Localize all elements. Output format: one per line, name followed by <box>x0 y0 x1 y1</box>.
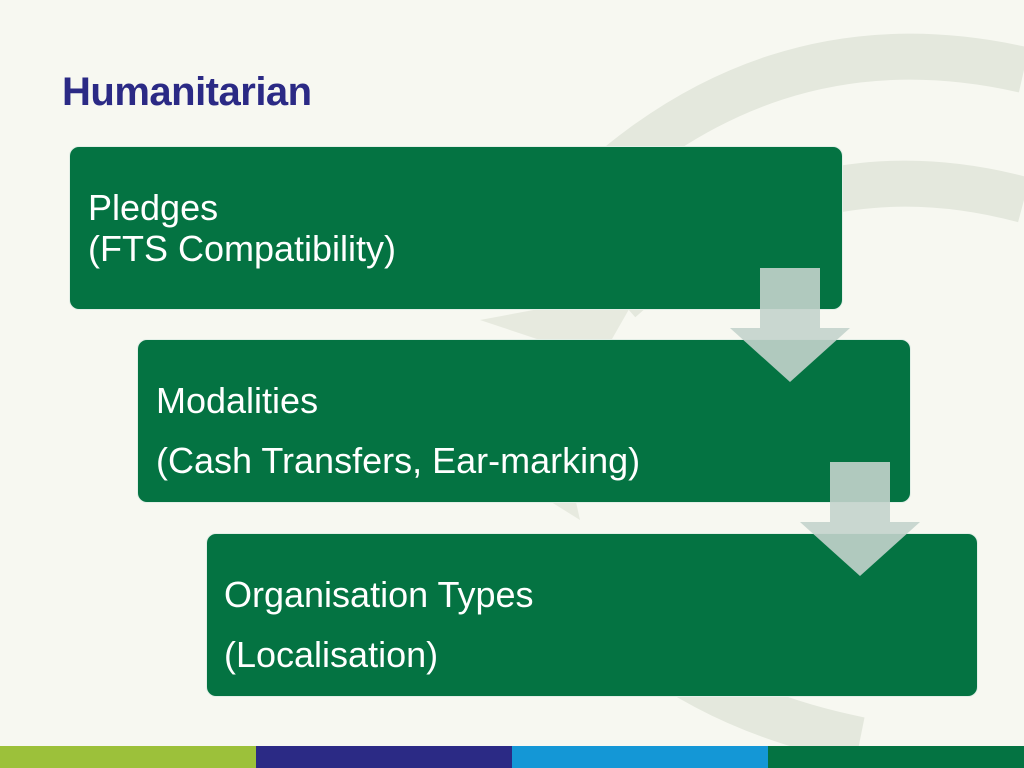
step-box-pledges: Pledges (FTS Compatibility) <box>69 146 843 310</box>
down-arrow-icon <box>730 268 850 382</box>
bottom-bar-segment <box>768 746 1024 768</box>
bottom-bar-segment <box>0 746 256 768</box>
step-box-modalities: Modalities (Cash Transfers, Ear-marking) <box>137 339 911 503</box>
step-subtitle: (Cash Transfers, Ear-marking) <box>156 440 641 481</box>
step-subtitle: (FTS Compatibility) <box>88 228 397 269</box>
step-title: Organisation Types <box>224 574 534 615</box>
slide-title: Humanitarian <box>62 70 312 114</box>
step-title: Modalities <box>156 380 319 421</box>
bottom-bar-segment <box>256 746 512 768</box>
bottom-color-bar <box>0 746 1024 768</box>
step-subtitle: (Localisation) <box>224 634 439 675</box>
step-title: Pledges <box>88 187 219 228</box>
down-arrow-icon <box>800 462 920 576</box>
bottom-bar-segment <box>512 746 768 768</box>
